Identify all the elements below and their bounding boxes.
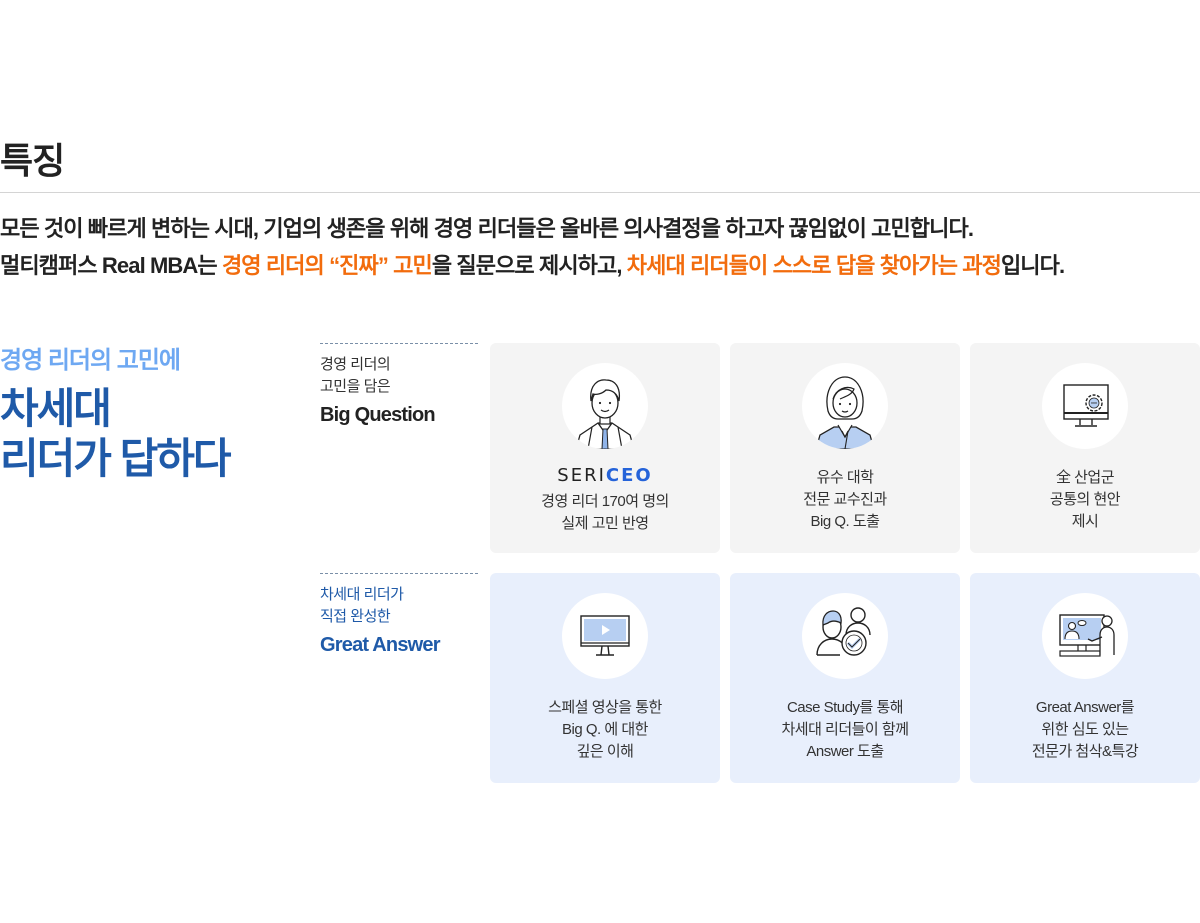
card-description: 스페셜 영상을 통한 Big Q. 에 대한 깊은 이해 bbox=[490, 697, 720, 763]
card-icon-circle bbox=[802, 593, 888, 679]
row-label-small: 경영 리더의 bbox=[320, 356, 391, 373]
feature-card-industry: 全 산업군 공통의 현안 제시 bbox=[970, 343, 1200, 553]
card-description: Great Answer를 위한 심도 있는 전문가 첨삭&특강 bbox=[970, 697, 1200, 763]
card-text-line: Case Study를 통해 bbox=[786, 699, 904, 716]
feature-card-sericeo: SERICEO 경영 리더 170여 명의 실제 고민 반영 bbox=[490, 343, 720, 553]
card-icon-circle bbox=[1042, 363, 1128, 449]
card-text-line: Big Q. 도출 bbox=[810, 513, 880, 530]
card-text-line: 차세대 리더들이 함께 bbox=[781, 721, 909, 738]
lecture-screen-icon bbox=[1059, 614, 1115, 657]
card-text-line: 전문 교수진과 bbox=[803, 491, 887, 508]
card-icon-circle bbox=[802, 363, 888, 449]
intro-text: 모든 것이 빠르게 변하는 시대, 기업의 생존을 위해 경영 리더들은 올바른… bbox=[0, 210, 1200, 284]
card-text-line: Big Q. 에 대한 bbox=[562, 721, 648, 738]
title-divider bbox=[0, 192, 1200, 193]
card-text-line: 경영 리더 170여 명의 bbox=[541, 493, 669, 510]
left-subtitle: 경영 리더의 고민에 bbox=[0, 347, 181, 374]
feature-card-special-video: 스페셜 영상을 통한 Big Q. 에 대한 깊은 이해 bbox=[490, 573, 720, 783]
row-label-small: 직접 완성한 bbox=[320, 608, 391, 625]
intro-highlight-2: 차세대 리더들이 스스로 답을 찾아가는 과정 bbox=[626, 253, 1002, 278]
businessman-icon bbox=[575, 379, 635, 449]
professor-woman-icon bbox=[815, 376, 875, 449]
card-description: 全 산업군 공통의 현안 제시 bbox=[970, 467, 1200, 533]
row-label-heading: Big Question bbox=[320, 404, 436, 426]
card-text-line: 유수 대학 bbox=[816, 469, 874, 486]
intro-highlight-1: 경영 리더의 “진짜” 고민 bbox=[221, 253, 433, 278]
card-icon-circle bbox=[1042, 593, 1128, 679]
team-check-icon bbox=[816, 607, 871, 656]
card-text-line: 공통의 현안 bbox=[1049, 491, 1121, 508]
left-title-line-2: 리더가 답하다 bbox=[0, 435, 232, 482]
card-icon-circle bbox=[562, 363, 648, 449]
feature-card-expert-lecture: Great Answer를 위한 심도 있는 전문가 첨삭&특강 bbox=[970, 573, 1200, 783]
card-icon-circle bbox=[562, 593, 648, 679]
brand-part-accent: CEO bbox=[605, 465, 653, 486]
card-text-line: Answer 도출 bbox=[806, 743, 884, 760]
row-label-small: 차세대 리더가 bbox=[320, 586, 404, 603]
card-description: 유수 대학 전문 교수진과 Big Q. 도출 bbox=[730, 467, 960, 533]
row-label-great-answer: 차세대 리더가 직접 완성한 Great Answer bbox=[320, 573, 478, 657]
card-text-line: 전문가 첨삭&특강 bbox=[1031, 743, 1139, 760]
card-text-line: 스페셜 영상을 통한 bbox=[548, 699, 662, 716]
card-text-line: Great Answer를 bbox=[1035, 699, 1135, 716]
card-text-line: 제시 bbox=[1071, 513, 1099, 530]
video-monitor-icon bbox=[580, 615, 630, 656]
intro-text-part: 을 질문으로 제시하고, bbox=[431, 253, 627, 278]
brand-part: SERI bbox=[557, 465, 606, 486]
card-text-line: 깊은 이해 bbox=[576, 743, 634, 760]
row-label-big-question: 경영 리더의 고민을 담은 Big Question bbox=[320, 343, 478, 427]
intro-line-1: 모든 것이 빠르게 변하는 시대, 기업의 생존을 위해 경영 리더들은 올바른… bbox=[0, 216, 974, 241]
row-label-heading: Great Answer bbox=[320, 634, 441, 656]
left-title: 차세대 리더가 답하다 bbox=[0, 384, 232, 484]
card-text-line: 위한 심도 있는 bbox=[1041, 721, 1129, 738]
intro-text-part: 입니다. bbox=[1000, 253, 1065, 278]
left-title-line-1: 차세대 bbox=[0, 385, 112, 432]
sericeo-logo: SERICEO bbox=[490, 465, 720, 486]
monitor-gear-icon bbox=[1063, 384, 1109, 427]
card-text-line: 全 산업군 bbox=[1055, 469, 1115, 486]
row-label-small: 고민을 담은 bbox=[320, 378, 391, 395]
card-description: 경영 리더 170여 명의 실제 고민 반영 bbox=[490, 491, 720, 535]
section-title: 특징 bbox=[0, 140, 65, 181]
intro-text-part: 멀티캠퍼스 Real MBA는 bbox=[0, 253, 222, 278]
card-text-line: 실제 고민 반영 bbox=[561, 515, 649, 532]
feature-card-professors: 유수 대학 전문 교수진과 Big Q. 도출 bbox=[730, 343, 960, 553]
feature-card-case-study: Case Study를 통해 차세대 리더들이 함께 Answer 도출 bbox=[730, 573, 960, 783]
intro-line-2: 멀티캠퍼스 Real MBA는 경영 리더의 “진짜” 고민을 질문으로 제시하… bbox=[0, 247, 1200, 284]
card-description: Case Study를 통해 차세대 리더들이 함께 Answer 도출 bbox=[730, 697, 960, 763]
